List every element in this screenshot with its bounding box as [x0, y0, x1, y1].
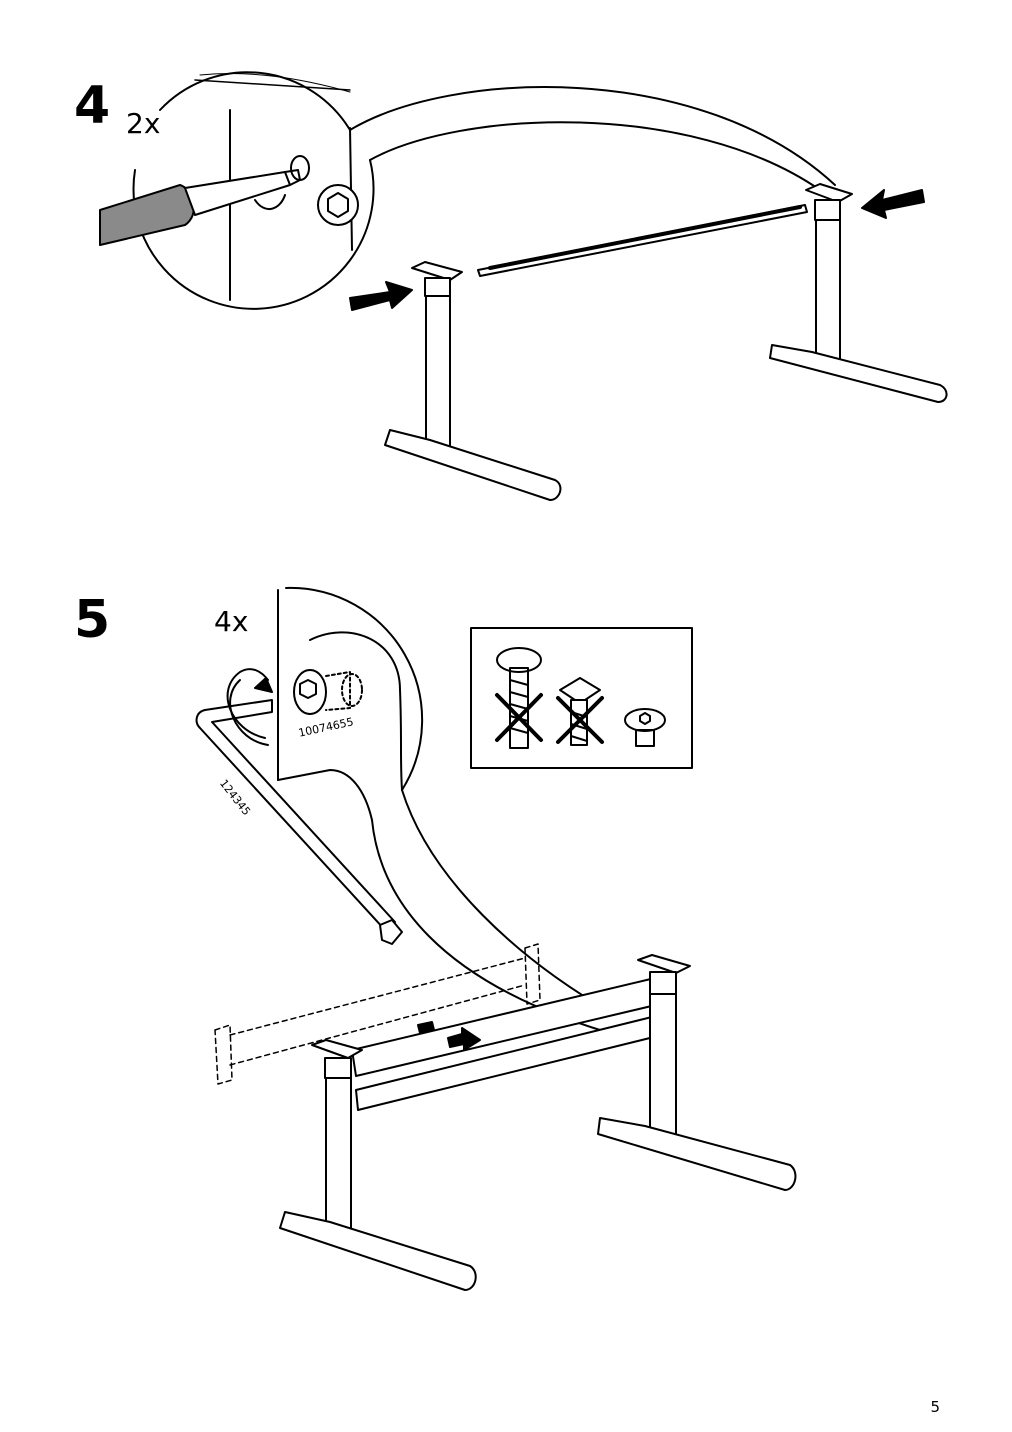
correct-screw-icon: [624, 708, 666, 747]
bolt-icon: [254, 155, 359, 226]
left-leg: [279, 1039, 477, 1291]
screw-comparison-box: [470, 627, 693, 769]
right-leg: [769, 183, 948, 403]
slide-arrow-icon: [447, 1027, 481, 1051]
allen-key-icon: [195, 699, 403, 945]
arrow-left-icon: [861, 189, 925, 219]
screw-icon: [293, 669, 363, 715]
step-5-number: 5: [74, 590, 111, 650]
arrow-right-icon: [349, 281, 413, 311]
left-leg: [384, 261, 562, 501]
rotate-arrow-icon: [226, 668, 273, 746]
slide-arrow-icon: [417, 1021, 435, 1034]
cross-out-icon: [556, 696, 604, 744]
step-5-quantity: 4x: [214, 605, 249, 638]
horizontal-rail: [351, 977, 663, 1111]
right-leg: [597, 954, 797, 1191]
long-screw-icon: [496, 647, 542, 749]
connecting-rod: [477, 204, 808, 277]
step-4-quantity: 2x: [126, 107, 161, 140]
page-number: 5: [930, 1398, 940, 1416]
ghost-rail: [214, 943, 541, 1085]
step-4-number: 4: [74, 76, 111, 136]
cross-out-icon: [495, 693, 543, 742]
